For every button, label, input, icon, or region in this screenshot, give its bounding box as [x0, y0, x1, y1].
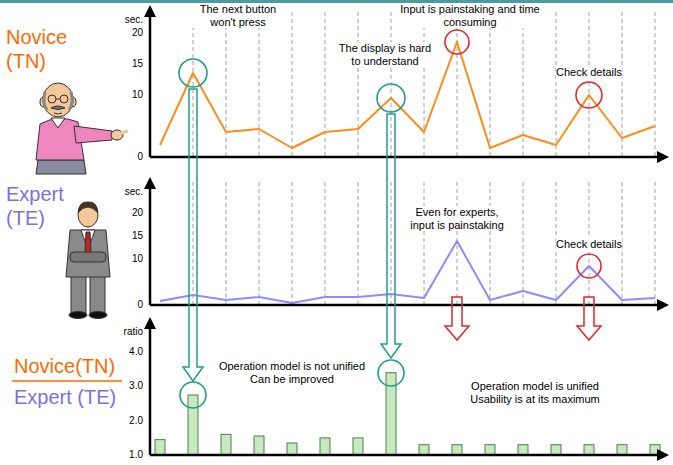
ratio-denominator: Expert (TE): [14, 386, 116, 409]
axis-line: [150, 326, 660, 455]
person-mouth: [54, 113, 62, 114]
ratio-bar: [221, 434, 231, 455]
series-label: (TN): [6, 50, 46, 73]
tick-label: 10: [132, 253, 143, 265]
ratio-bar: [617, 445, 627, 455]
axis-line: [150, 14, 660, 157]
person-hair: [78, 202, 98, 213]
axis-unit: sec.: [125, 186, 143, 198]
person-arms: [70, 252, 106, 262]
person-finger: [121, 131, 128, 133]
axis-arrowhead: [144, 177, 156, 189]
highlight-circle: [179, 59, 207, 87]
hollow-arrow: [381, 114, 401, 358]
grid-lines: [193, 12, 655, 157]
ratio-numerator: Novice(TN): [14, 355, 115, 378]
person-mustache: [51, 106, 65, 110]
person-shoe: [69, 312, 87, 319]
person-shoe: [89, 312, 107, 319]
callout-text: Input is painstaking and time consuming: [398, 3, 543, 28]
axis-line: [150, 186, 660, 305]
highlight-circle: [180, 382, 206, 408]
tick-label: 2.0: [129, 415, 143, 427]
callout-text: Check details: [556, 66, 622, 79]
tick-label: 0: [137, 151, 143, 163]
ratio-bar: [551, 445, 561, 455]
person-glasses: [48, 95, 56, 103]
tick-label: 15: [132, 58, 143, 70]
ratio-bar: [452, 445, 462, 455]
callout-text: Even for experts, input is painstaking: [407, 206, 507, 231]
novice-line: [160, 42, 655, 148]
axis-arrowhead: [657, 299, 669, 311]
highlight-circle: [377, 84, 405, 112]
highlight-circle: [576, 82, 602, 108]
person-glasses: [56, 99, 60, 100]
axis-unit: sec.: [125, 14, 143, 26]
tick-label: 15: [132, 230, 143, 242]
ratio-bar: [254, 436, 264, 455]
person-pants: [36, 160, 86, 174]
axis-arrowhead: [144, 5, 156, 17]
ratio-bar: [353, 438, 363, 455]
person-hair: [44, 92, 72, 110]
tick-label: 1.0: [129, 449, 143, 461]
tick-label: 0: [137, 299, 143, 311]
tick-label: 10: [132, 89, 143, 101]
axis-arrowhead: [657, 449, 669, 461]
callout-text: Operation model is not unified Can be im…: [217, 360, 367, 385]
person-glasses: [60, 95, 68, 103]
tick-label: 4.0: [129, 346, 143, 358]
series-label: Expert: [6, 183, 64, 206]
axis-unit: ratio: [124, 326, 143, 338]
ratio-bar: [188, 395, 198, 455]
hollow-arrow: [445, 297, 469, 340]
ratio-bar: [287, 443, 297, 455]
series-label: (TE): [6, 207, 45, 230]
callout-text: Check details: [556, 238, 622, 251]
person-head: [43, 83, 73, 117]
ratio-bar: [320, 438, 330, 455]
ratio-bar: [485, 445, 495, 455]
callout-text: The display is hard to understand: [338, 42, 432, 67]
ratio-bar: [419, 445, 429, 455]
highlight-circle: [577, 254, 601, 278]
ratio-bar: [518, 445, 528, 455]
fraction-bar: [12, 380, 122, 382]
person-leg: [71, 275, 86, 313]
person-leg: [90, 275, 105, 313]
tick-label: 20: [132, 207, 143, 219]
ratio-bar: [584, 445, 594, 455]
hollow-arrow: [183, 89, 203, 381]
person-collar: [51, 118, 65, 128]
hollow-arrow: [577, 297, 601, 340]
person-suit: [66, 230, 110, 277]
person-arm: [74, 126, 112, 143]
tick-label: 3.0: [129, 380, 143, 392]
grid-lines: [193, 182, 655, 305]
tick-label: 20: [132, 27, 143, 39]
header-strip: [0, 0, 673, 3]
callout-text: Operation model is unified Usability is …: [465, 380, 605, 405]
series-label: Novice: [6, 26, 67, 49]
highlight-circle: [378, 360, 404, 386]
callout-text: The next button won't press: [192, 3, 284, 28]
highlight-circle: [445, 30, 469, 54]
ratio-bar: [155, 440, 165, 455]
axis-arrowhead: [144, 317, 156, 329]
axis-arrowhead: [657, 151, 669, 163]
